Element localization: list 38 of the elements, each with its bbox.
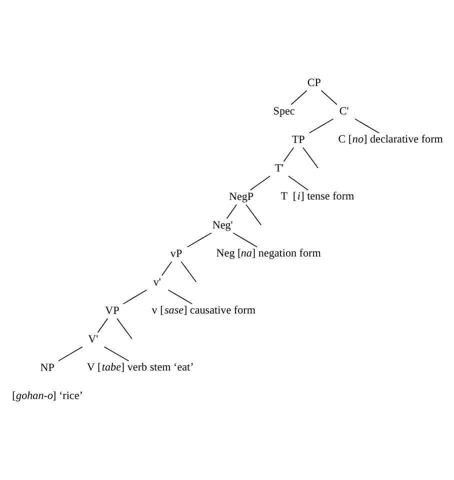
connector (250, 176, 270, 190)
connector (354, 118, 380, 134)
node-text: Neg' (212, 220, 233, 232)
node-text: TP (292, 134, 305, 146)
connector (308, 118, 334, 134)
node-text: C' (339, 106, 349, 118)
node-text: V [tabe] verb stem ‘eat’ (86, 361, 194, 374)
node-text: v' (153, 276, 161, 289)
connector (168, 290, 193, 304)
connector (97, 318, 108, 333)
connector (302, 147, 318, 168)
connector (246, 204, 262, 226)
node-text: T' (274, 162, 284, 175)
connector (162, 261, 172, 276)
connector (232, 232, 258, 248)
connector (320, 90, 338, 105)
node-text: NegP (228, 191, 254, 204)
node-text: V' (88, 334, 98, 346)
connector (116, 318, 132, 340)
connector (58, 346, 83, 362)
connector (104, 346, 130, 362)
node-text: NP (40, 362, 54, 374)
connector (283, 147, 294, 162)
connector (180, 261, 197, 282)
connector (226, 204, 238, 219)
connector (187, 232, 212, 248)
connector (288, 176, 309, 190)
node-text: T [i] tense form (280, 190, 354, 202)
connector (122, 290, 148, 304)
node-text: CP (307, 77, 321, 90)
node-text: Spec (273, 106, 295, 118)
label: [gohan-o] ‘rice’ (12, 390, 83, 402)
node-text: vP (170, 248, 182, 260)
node-text: v [sase] causative form (152, 304, 256, 316)
node-text: C [no] declarative form (338, 133, 443, 146)
connector (290, 90, 308, 105)
node-text: VP (105, 305, 120, 318)
node-text: Neg [na] negation form (216, 247, 321, 260)
